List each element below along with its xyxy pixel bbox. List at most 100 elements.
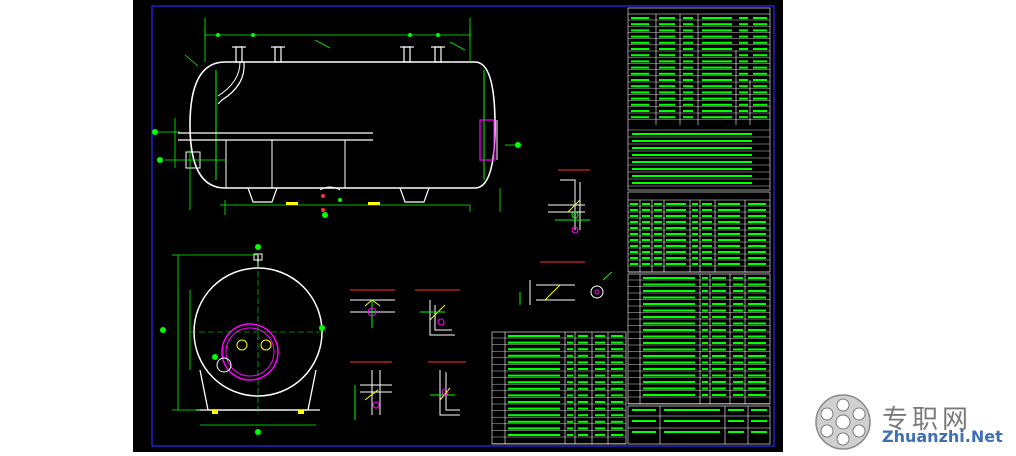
illegible-text-mark (753, 79, 767, 81)
weld-detail-a (350, 289, 395, 328)
illegible-text-mark (578, 368, 588, 370)
illegible-text-mark (595, 401, 605, 403)
illegible-text-mark (748, 215, 766, 217)
illegible-text-mark (643, 348, 695, 351)
illegible-text-mark (728, 420, 744, 422)
illegible-text-mark (631, 116, 649, 119)
illegible-text-mark (654, 263, 662, 265)
watermark-chinese: 专职网 (882, 405, 973, 435)
illegible-text-mark (683, 79, 693, 81)
illegible-text-mark (702, 374, 708, 377)
illegible-text-mark (683, 23, 693, 26)
illegible-text-mark (748, 296, 766, 299)
illegible-text-mark (654, 221, 662, 223)
design-data-rows (628, 19, 770, 187)
illegible-text-mark (631, 35, 649, 38)
end-view-nodes (160, 244, 325, 435)
illegible-text-mark (630, 209, 638, 211)
illegible-text-mark (733, 329, 743, 331)
illegible-text-mark (702, 79, 732, 81)
illegible-text-mark (702, 381, 708, 383)
illegible-text-mark (632, 147, 752, 149)
watermark-site: Zhuanzhi.Net (882, 427, 1003, 446)
illegible-text-mark (683, 72, 693, 75)
illegible-text-mark (702, 251, 712, 253)
illegible-text-mark (718, 233, 740, 235)
illegible-text-mark (567, 354, 573, 357)
illegible-text-mark (611, 420, 623, 423)
illegible-text-mark (712, 290, 726, 292)
illegible-text-mark (666, 221, 686, 223)
illegible-text-mark (702, 60, 732, 63)
illegible-text-mark (666, 233, 686, 235)
illegible-text-mark (733, 309, 743, 312)
illegible-text-mark (567, 348, 573, 351)
illegible-text-mark (659, 66, 675, 69)
illegible-text-mark (702, 66, 732, 69)
illegible-text-mark (611, 434, 623, 436)
illegible-text-mark (748, 233, 766, 235)
illegible-text-mark (567, 401, 573, 403)
illegible-text-mark (718, 215, 740, 217)
illegible-text-mark (718, 221, 740, 223)
illegible-text-mark (712, 381, 726, 383)
illegible-text-mark (692, 257, 698, 259)
illegible-text-mark (753, 41, 767, 44)
illegible-text-mark (567, 434, 573, 436)
illegible-text-mark (739, 23, 748, 26)
illegible-text-mark (733, 387, 743, 390)
illegible-text-mark (702, 239, 712, 241)
illegible-text-mark (654, 233, 662, 235)
illegible-text-mark (683, 91, 693, 94)
illegible-text-mark (702, 91, 732, 94)
illegible-text-mark (702, 221, 712, 223)
illegible-text-mark (643, 374, 695, 377)
illegible-text-mark (666, 227, 686, 229)
illegible-text-mark (753, 54, 767, 57)
illegible-text-mark (702, 283, 708, 286)
illegible-text-mark (643, 394, 695, 396)
illegible-text-mark (733, 381, 743, 383)
illegible-text-mark (683, 17, 693, 19)
bill-of-materials-text (508, 277, 766, 436)
elevation-yellow-marks (286, 202, 380, 205)
illegible-text-mark (748, 203, 766, 205)
illegible-text-mark (702, 209, 712, 211)
illegible-text-mark (508, 427, 560, 430)
weld-detail-c (350, 361, 392, 420)
elevation-dimensions (155, 18, 518, 215)
illegible-text-mark (578, 420, 588, 423)
illegible-text-mark (632, 431, 656, 433)
illegible-text-mark (702, 355, 708, 357)
illegible-text-mark (508, 387, 560, 390)
illegible-text-mark (748, 342, 766, 344)
vessel-elevation-view (178, 46, 498, 203)
illegible-text-mark (578, 427, 588, 430)
illegible-text-mark (718, 239, 740, 241)
illegible-text-mark (567, 341, 573, 344)
illegible-text-mark (642, 209, 650, 211)
illegible-text-mark (739, 66, 748, 69)
illegible-text-mark (702, 29, 732, 32)
end-view-dimensions (172, 254, 316, 426)
illegible-text-mark (702, 72, 732, 75)
illegible-text-mark (659, 97, 675, 100)
illegible-text-mark (631, 41, 649, 44)
illegible-text-mark (753, 72, 767, 75)
illegible-text-mark (683, 35, 693, 38)
illegible-text-mark (654, 245, 662, 247)
illegible-text-mark (643, 283, 695, 286)
illegible-text-mark (659, 60, 675, 63)
illegible-text-mark (567, 394, 573, 397)
illegible-text-mark (567, 414, 573, 417)
illegible-text-mark (567, 368, 573, 370)
illegible-text-mark (718, 203, 740, 205)
illegible-text-mark (508, 335, 560, 337)
illegible-text-mark (733, 374, 743, 377)
illegible-text-mark (739, 54, 748, 57)
illegible-text-mark (631, 66, 649, 69)
weld-detail-b (415, 289, 460, 336)
illegible-text-mark (578, 381, 588, 384)
illegible-text-mark (702, 54, 732, 57)
illegible-text-mark (712, 296, 726, 299)
